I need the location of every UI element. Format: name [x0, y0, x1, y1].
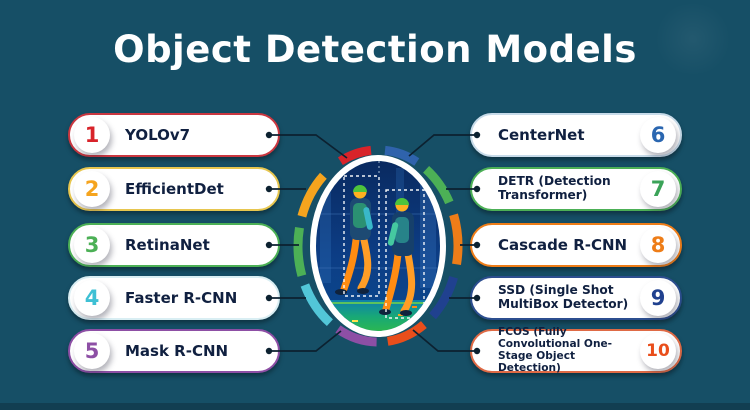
number-badge: 6	[640, 117, 676, 153]
ring-segment-1	[337, 145, 372, 166]
connector-lines	[265, 131, 481, 355]
number-badge: 9	[640, 280, 676, 316]
number-badge: 1	[74, 117, 110, 153]
ring-segment-5	[335, 325, 377, 347]
model-label: Faster R-CNN	[125, 288, 238, 307]
model-label: SSD (Single Shot MultiBox Detector)	[498, 283, 629, 311]
model-item-10: 10 FCOS (Fully Convolutional One-Stage Ob…	[470, 326, 682, 374]
model-item-5: 5 Mask R-CNN	[68, 329, 280, 373]
ring-segment-8	[449, 213, 463, 266]
ring-segment-10	[386, 321, 427, 346]
model-item-3: 3 RetinaNet	[68, 223, 280, 267]
model-label: DETR (Detection Transformer)	[498, 174, 611, 202]
pedestrian-figure-right	[379, 198, 416, 316]
ring-segment-9	[429, 275, 458, 320]
model-label: RetinaNet	[125, 235, 210, 254]
white-ring	[310, 155, 446, 337]
brand-watermark-logo	[650, 4, 736, 74]
bottom-edge-strip	[0, 403, 750, 410]
connector-line-6	[408, 134, 477, 157]
number-badge: 4	[74, 280, 110, 316]
model-label: CenterNet	[498, 125, 585, 144]
model-label: Mask R-CNN	[125, 341, 229, 360]
model-item-1: 1 YOLOv7	[68, 113, 280, 157]
number-badge: 2	[74, 171, 110, 207]
thermal-detection-photo	[316, 161, 440, 331]
model-label: Cascade R-CNN	[498, 235, 628, 254]
bounding-box-left	[343, 175, 380, 297]
model-item-7: 7 DETR (Detection Transformer)	[470, 167, 682, 211]
number-badge: 8	[640, 227, 676, 263]
number-badge: 5	[74, 333, 110, 369]
ring-segment-4	[300, 283, 334, 327]
model-item-4: 4 Faster R-CNN	[68, 276, 280, 320]
model-item-2: 2 EfficientDet	[68, 167, 280, 211]
colored-ring-segments	[293, 145, 463, 347]
model-item-9: 9 SSD (Single Shot MultiBox Detector)	[470, 276, 682, 320]
ring-segment-6	[384, 145, 420, 166]
model-item-6: 6 CenterNet	[470, 113, 682, 157]
model-label: EfficientDet	[125, 179, 224, 198]
number-badge: 3	[74, 227, 110, 263]
number-badge: 10	[640, 333, 676, 369]
model-label: YOLOv7	[125, 125, 191, 144]
model-item-8: 8 Cascade R-CNN	[470, 223, 682, 267]
connector-line-1	[269, 134, 348, 159]
connector-line-10	[412, 329, 477, 352]
page-title: Object Detection Models	[113, 28, 637, 71]
number-badge: 7	[640, 171, 676, 207]
model-label: FCOS (Fully Convolutional One-Stage Obje…	[498, 326, 613, 374]
bounding-box-right	[385, 189, 425, 319]
pedestrian-figure-left	[335, 185, 373, 295]
ring-segment-2	[297, 172, 327, 218]
ring-segment-3	[293, 226, 307, 277]
ring-segment-7	[422, 165, 454, 205]
